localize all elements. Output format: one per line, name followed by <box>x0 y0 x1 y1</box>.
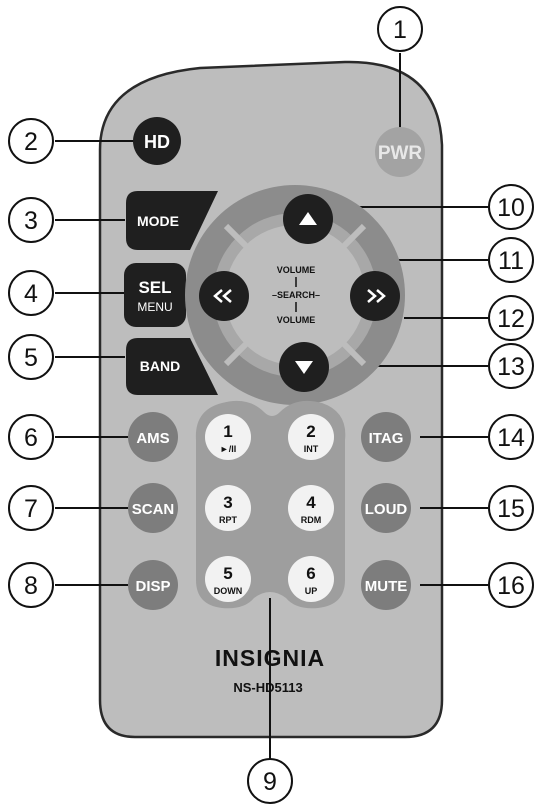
hd-button[interactable]: HD <box>133 117 181 165</box>
key-5[interactable]: 5 DOWN <box>205 556 251 602</box>
key-4[interactable]: 4 RDM <box>288 485 334 531</box>
dpad-volume-top-label: VOLUME <box>277 265 316 275</box>
svg-text:3: 3 <box>24 207 38 235</box>
search-back-button[interactable] <box>199 271 249 321</box>
triangle-down-icon <box>295 361 313 374</box>
callout-9: 9 <box>247 758 293 804</box>
callout-1: 1 <box>377 6 423 52</box>
key-6-sub: UP <box>305 586 318 596</box>
double-left-arrow-icon <box>213 289 232 303</box>
svg-text:2: 2 <box>24 128 38 156</box>
callout-2: 2 <box>8 118 54 164</box>
key-3-number: 3 <box>223 493 232 512</box>
callout-6: 6 <box>8 414 54 460</box>
itag-label: ITAG <box>369 430 404 447</box>
volume-down-button[interactable] <box>279 342 329 392</box>
band-label: BAND <box>140 358 180 374</box>
key-1[interactable]: 1 ►/II <box>205 414 251 460</box>
model-number: NS-HD5113 <box>233 680 302 695</box>
triangle-up-icon <box>299 212 317 225</box>
key-1-number: 1 <box>223 422 232 441</box>
key-5-number: 5 <box>223 564 232 583</box>
svg-text:7: 7 <box>24 495 38 523</box>
double-right-arrow-icon <box>367 289 386 303</box>
callout-10: 10 <box>488 184 534 230</box>
mode-button[interactable]: MODE <box>126 191 218 250</box>
ams-label: AMS <box>136 430 169 447</box>
itag-button[interactable]: ITAG <box>361 412 411 462</box>
search-forward-button[interactable] <box>350 271 400 321</box>
mute-button[interactable]: MUTE <box>361 560 411 610</box>
menu-label: MENU <box>137 300 172 314</box>
key-6-number: 6 <box>306 564 315 583</box>
key-2-sub: INT <box>304 444 319 454</box>
callout-15: 15 <box>488 485 534 531</box>
callout-7: 7 <box>8 485 54 531</box>
key-3-sub: RPT <box>219 515 238 525</box>
key-4-number: 4 <box>306 493 316 512</box>
svg-text:13: 13 <box>497 353 525 381</box>
key-5-sub: DOWN <box>214 586 243 596</box>
svg-text:4: 4 <box>24 280 38 308</box>
sel-menu-button[interactable]: SEL MENU <box>124 263 186 327</box>
callout-13: 13 <box>488 343 534 389</box>
disp-button[interactable]: DISP <box>128 560 178 610</box>
svg-text:8: 8 <box>24 572 38 600</box>
svg-text:10: 10 <box>497 194 525 222</box>
key-2-number: 2 <box>306 422 315 441</box>
svg-text:9: 9 <box>263 768 277 796</box>
callout-11: 11 <box>488 237 534 283</box>
power-button[interactable]: PWR <box>375 127 425 177</box>
band-button[interactable]: BAND <box>126 338 218 395</box>
key-3[interactable]: 3 RPT <box>205 485 251 531</box>
disp-label: DISP <box>135 578 170 595</box>
callout-16: 16 <box>488 562 534 608</box>
hd-label: HD <box>144 132 170 152</box>
scan-label: SCAN <box>132 501 175 518</box>
callout-8: 8 <box>8 562 54 608</box>
callout-5: 5 <box>8 334 54 380</box>
mute-label: MUTE <box>365 578 408 595</box>
key-1-sub: ►/II <box>220 444 236 454</box>
volume-up-button[interactable] <box>283 194 333 244</box>
loud-label: LOUD <box>365 501 408 518</box>
power-label: PWR <box>378 143 423 164</box>
dpad-search-label: –SEARCH– <box>272 290 320 300</box>
ams-button[interactable]: AMS <box>128 412 178 462</box>
svg-text:15: 15 <box>497 495 525 523</box>
svg-text:5: 5 <box>24 344 38 372</box>
dpad: VOLUME –SEARCH– VOLUME <box>185 185 405 405</box>
key-2[interactable]: 2 INT <box>288 414 334 460</box>
callout-3: 3 <box>8 197 54 243</box>
dpad-volume-bottom-label: VOLUME <box>277 315 316 325</box>
brand-logo: INSIGNIA <box>215 645 325 671</box>
svg-text:6: 6 <box>24 424 38 452</box>
callout-12: 12 <box>488 295 534 341</box>
key-4-sub: RDM <box>301 515 322 525</box>
loud-button[interactable]: LOUD <box>361 483 411 533</box>
sel-label: SEL <box>138 278 171 297</box>
svg-text:12: 12 <box>497 305 525 333</box>
callout-4: 4 <box>8 270 54 316</box>
svg-text:16: 16 <box>497 572 525 600</box>
svg-text:14: 14 <box>497 424 525 452</box>
svg-text:11: 11 <box>498 247 524 275</box>
svg-text:1: 1 <box>393 16 407 44</box>
callout-14: 14 <box>488 414 534 460</box>
scan-button[interactable]: SCAN <box>128 483 178 533</box>
key-6[interactable]: 6 UP <box>288 556 334 602</box>
mode-label: MODE <box>137 213 179 229</box>
